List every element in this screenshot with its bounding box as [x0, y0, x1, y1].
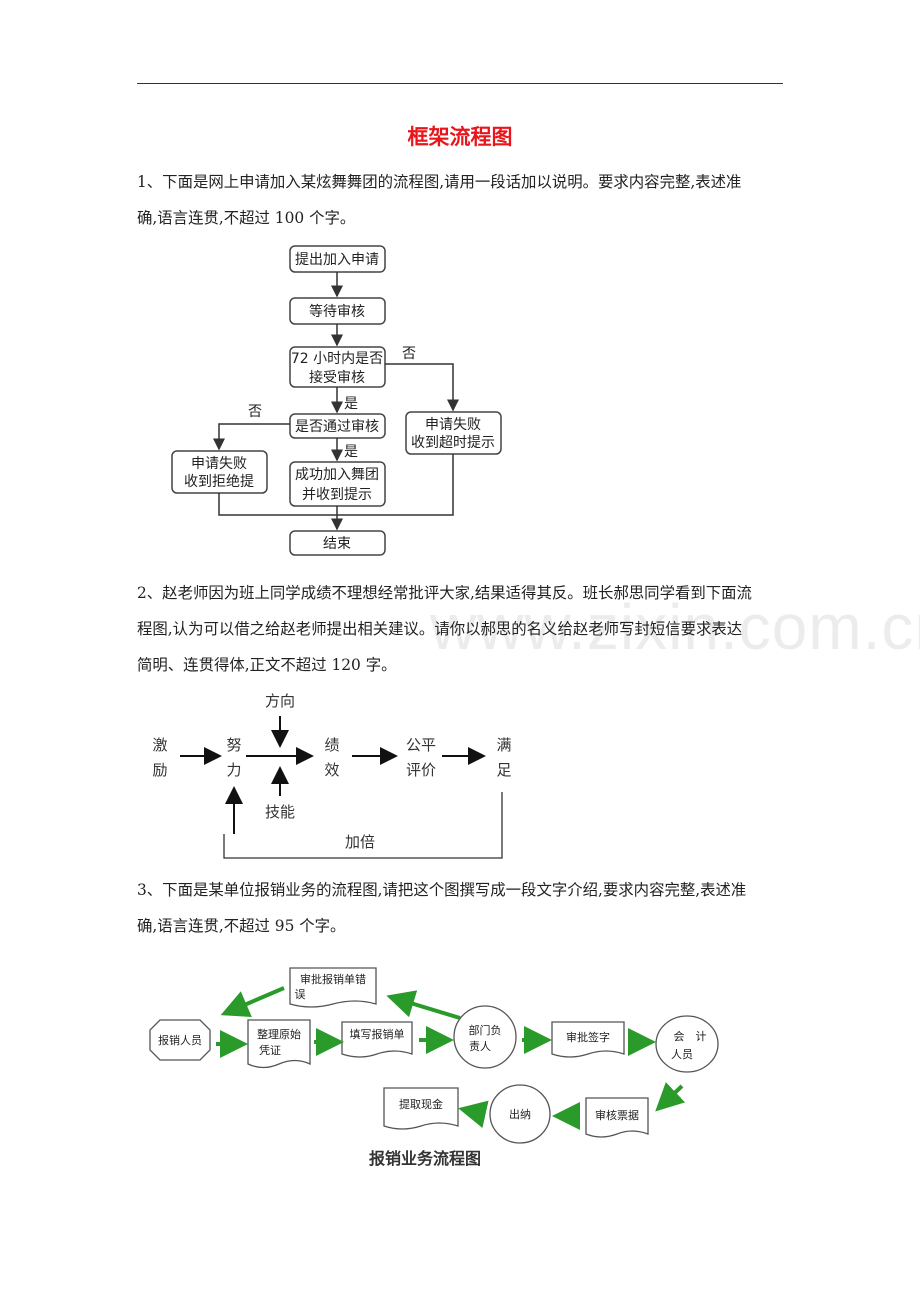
flowchart-motivation: 激 励 努 力 方向 技能 绩 效 公平 评价 满 足 加倍 — [152, 692, 512, 859]
text-withdraw: 提取现金 — [399, 1097, 443, 1111]
text-jineng: 技能 — [265, 803, 295, 821]
shape-error — [289, 967, 377, 1008]
shape-dept — [453, 1005, 517, 1069]
text-fail-timeout-line2: 收到超时提示 — [411, 435, 495, 451]
text-person: 报销人员 — [158, 1033, 202, 1047]
label-no-1: 否 — [402, 346, 416, 362]
header-rule — [137, 83, 783, 84]
text-error-line2: 误 — [295, 988, 306, 1001]
text-cashier: 出纳 — [509, 1107, 531, 1121]
text-success-line2: 并收到提示 — [302, 487, 372, 503]
label-yes-2: 是 — [344, 444, 358, 460]
text-jiabei: 加倍 — [345, 833, 375, 851]
text-jili-1: 激 — [152, 736, 167, 754]
question-3: 3、下面是某单位报销业务的流程图,请把这个图撰写成一段文字介绍,要求内容完整,表… — [137, 872, 785, 944]
shape-person — [149, 1019, 211, 1061]
text-acct-line1: 会 计 — [674, 1030, 707, 1043]
flowchart-application: 提出加入申请 等待审核 72 小时内是否 接受审核 是否通过审核 申请失败 收到… — [171, 245, 502, 556]
text-apply: 提出加入申请 — [295, 252, 379, 268]
flowchart-reimbursement: 报销人员 整理原始 凭证 填写报销单 审批报销单错 误 部门负 责人 审批签字 … — [149, 967, 719, 1168]
text-fail-reject-line1: 申请失败 — [191, 456, 247, 472]
box-end — [289, 530, 386, 556]
shape-cashier — [489, 1084, 551, 1144]
text-jixiao-2: 效 — [324, 761, 339, 779]
text-nuli-1: 努 — [226, 736, 241, 754]
label-yes-1: 是 — [344, 396, 358, 412]
text-organize-line2: 凭证 — [259, 1043, 281, 1057]
figure-caption: 报销业务流程图 — [369, 1149, 481, 1168]
question-2-line-1: 2、赵老师因为班上同学成绩不理想经常批评大家,结果适得其反。班长郝思同学看到下面… — [137, 584, 752, 602]
text-nuli-2: 力 — [226, 761, 241, 779]
question-2-line-2: 程图,认为可以借之给赵老师提出相关建议。请你以郝思的名义给赵老师写封短信要求表达 — [137, 620, 743, 638]
text-review: 审核票据 — [595, 1108, 639, 1122]
shape-organize — [247, 1019, 311, 1069]
shape-sign — [551, 1021, 625, 1058]
text-error-line1: 审批报销单错 — [300, 972, 366, 986]
text-pingjia-1: 公平 — [406, 736, 436, 754]
question-2-line-3: 简明、连贯得体,正文不超过 120 字。 — [137, 656, 397, 674]
page-title: 框架流程图 — [407, 124, 513, 149]
text-pass: 是否通过审核 — [295, 419, 379, 435]
watermark: www.zixin.com.cn — [430, 591, 920, 663]
text-jixiao-1: 绩 — [324, 736, 339, 754]
text-acct-line2: 人员 — [671, 1048, 693, 1061]
text-manzu-1: 满 — [496, 736, 511, 754]
question-1-line-2: 确,语言连贯,不超过 100 个字。 — [137, 209, 356, 227]
text-organize-line1: 整理原始 — [257, 1027, 301, 1041]
text-check72-line2: 接受审核 — [309, 369, 365, 386]
text-wait: 等待审核 — [309, 303, 365, 320]
text-manzu-2: 足 — [496, 761, 511, 779]
question-2: 2、赵老师因为班上同学成绩不理想经常批评大家,结果适得其反。班长郝思同学看到下面… — [137, 575, 785, 683]
question-3-line-2: 确,语言连贯,不超过 95 个字。 — [137, 917, 346, 935]
question-3-line-1: 3、下面是某单位报销业务的流程图,请把这个图撰写成一段文字介绍,要求内容完整,表… — [137, 881, 747, 899]
text-check72-line1: 72 小时内是否 — [291, 351, 383, 367]
text-fill: 填写报销单 — [350, 1027, 405, 1041]
question-1-line-1: 1、下面是网上申请加入某炫舞舞团的流程图,请用一段话加以说明。要求内容完整,表述… — [137, 173, 742, 191]
shape-fill — [341, 1021, 413, 1058]
shape-acct — [655, 1015, 719, 1073]
text-success-line1: 成功加入舞团 — [295, 467, 379, 483]
text-fail-reject-line2: 收到拒绝提 — [184, 474, 254, 490]
text-sign: 审批签字 — [566, 1030, 610, 1044]
text-pingjia-2: 评价 — [406, 761, 436, 779]
text-fail-timeout-line1: 申请失败 — [425, 417, 481, 433]
shape-review — [585, 1097, 649, 1138]
shape-withdraw — [383, 1087, 459, 1130]
text-fangxiang: 方向 — [265, 692, 295, 710]
text-dept-line2: 责人 — [469, 1040, 491, 1053]
question-1: 1、下面是网上申请加入某炫舞舞团的流程图,请用一段话加以说明。要求内容完整,表述… — [137, 164, 785, 236]
text-end: 结束 — [323, 536, 351, 552]
text-jili-2: 励 — [152, 761, 167, 779]
label-no-2: 否 — [248, 404, 262, 420]
text-dept-line1: 部门负 — [469, 1023, 502, 1037]
